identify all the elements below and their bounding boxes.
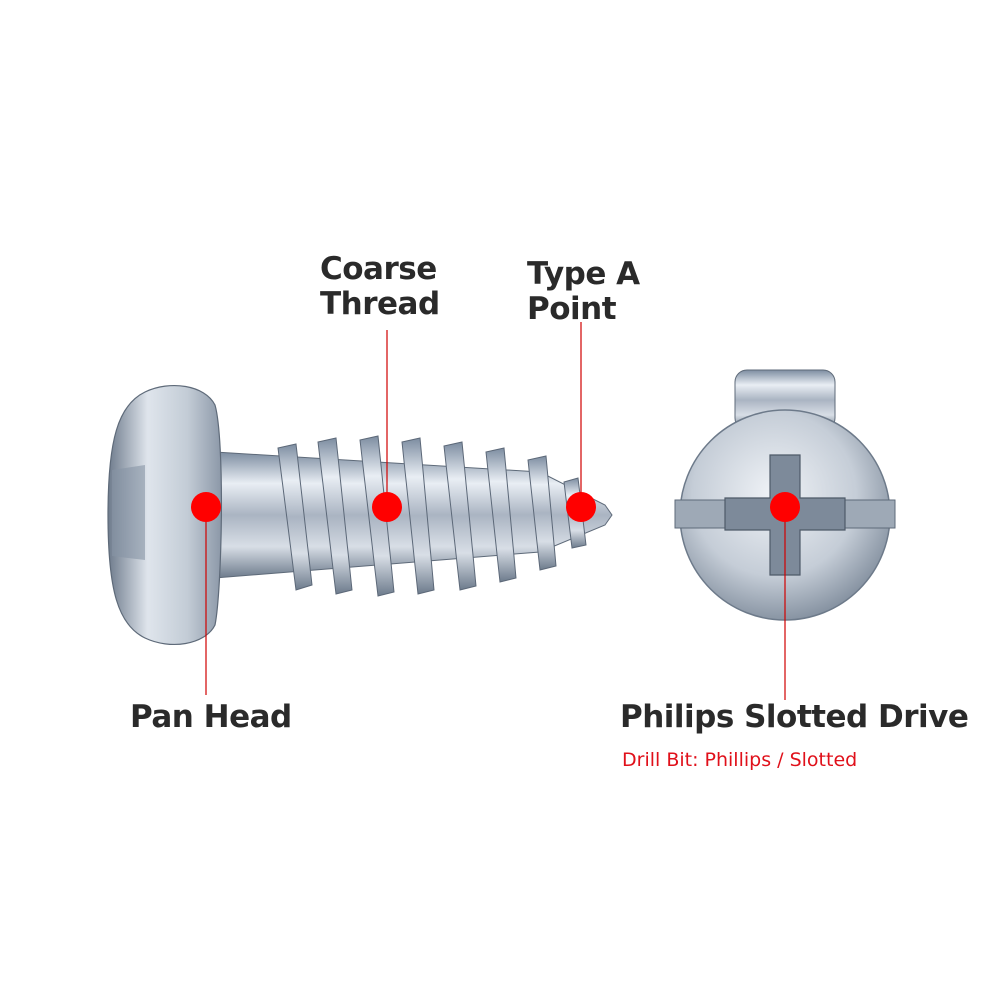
marker-type-a-point: [566, 492, 596, 522]
coarse-thread-label: Coarse Thread: [320, 251, 440, 322]
marker-philips-drive: [770, 492, 800, 522]
marker-dots: [191, 492, 800, 522]
thread-crests: [277, 435, 587, 597]
pan-head: [107, 385, 223, 645]
side-view-screw: [107, 385, 613, 645]
leader-lines: [205, 322, 786, 700]
type-a-point-label: Type A Point: [527, 256, 640, 327]
pan-head-label: Pan Head: [130, 699, 292, 735]
marker-coarse-thread: [372, 492, 402, 522]
philips-slotted-drive-label: Philips Slotted Drive: [620, 699, 969, 735]
marker-pan-head: [191, 492, 221, 522]
drill-bit-caption: Drill Bit: Phillips / Slotted: [622, 749, 858, 771]
